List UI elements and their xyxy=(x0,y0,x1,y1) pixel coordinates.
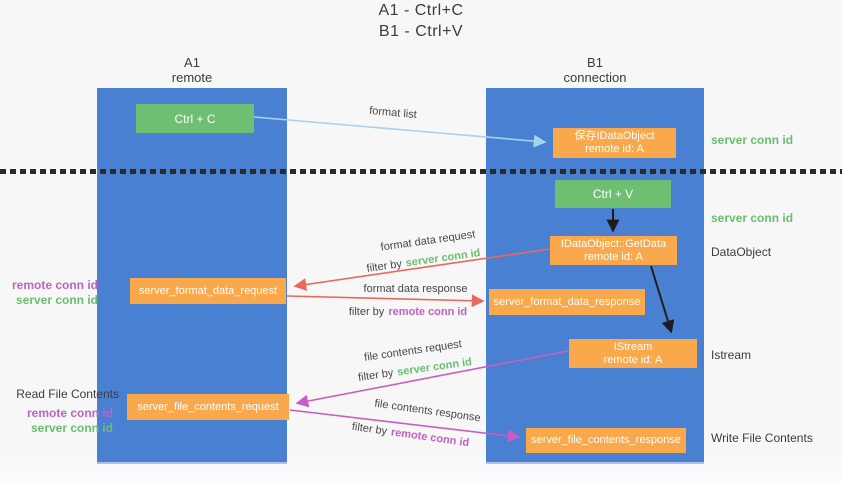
lifeline-b1-name: B1 xyxy=(587,55,603,70)
edge-label-file-contents-response: file contents response xyxy=(373,397,482,425)
lifeline-header-b1: B1 connection xyxy=(486,55,704,85)
label-write-file-contents: Write File Contents xyxy=(711,431,813,445)
node-save-idataobject: 保存IDataObject remote id: A xyxy=(553,128,676,158)
node-istream-line2: remote id: A xyxy=(603,353,663,366)
edge-label-format-data-response: format data response xyxy=(363,283,468,295)
label-dataobject: DataObject xyxy=(711,245,772,259)
label-read-file-contents: Read File Contents xyxy=(16,387,119,401)
node-save-idataobject-line1: 保存IDataObject xyxy=(574,130,655,142)
node-getdata-line2: remote id: A xyxy=(584,250,643,263)
lifeline-header-a1: A1 remote xyxy=(97,55,287,85)
lifeline-a1-name: A1 xyxy=(184,55,200,70)
label-server-conn-id-left-top: server conn id xyxy=(15,293,98,307)
node-ctrl-c: Ctrl + C xyxy=(136,104,254,133)
title-line-b1: B1 - Ctrl+V xyxy=(378,23,464,40)
label-server-conn-id-right-mid: server conn id xyxy=(711,211,794,225)
filter-key-remote-conn-id: remote conn id xyxy=(390,426,470,450)
lifeline-b1-subtitle: connection xyxy=(563,70,627,85)
filter-prefix: filter by xyxy=(348,306,385,318)
node-getdata-line1: IDataObject::GetData xyxy=(560,237,667,250)
node-ctrl-c-label: Ctrl + C xyxy=(174,111,216,126)
node-format-response-label: server_format_data_response xyxy=(493,295,641,308)
filter-prefix: filter by xyxy=(365,258,403,275)
filter-prefix: filter by xyxy=(351,420,388,438)
node-file-response-label: server_file_contents_response xyxy=(531,434,681,446)
session-divider-dotted-line xyxy=(0,169,842,174)
lifeline-a1-subtitle: remote xyxy=(171,70,213,85)
label-server-conn-id-left-bottom: server conn id xyxy=(30,421,113,435)
node-file-request-label: server_file_contents_request xyxy=(137,400,279,413)
label-server-conn-id-right-top: server conn id xyxy=(711,133,794,147)
title-line-a1: A1 - Ctrl+C xyxy=(378,2,464,19)
node-ctrl-v: Ctrl + V xyxy=(555,180,671,208)
node-format-request-label: server_format_data_request xyxy=(138,284,278,297)
node-idataobject-getdata: IDataObject::GetData remote id: A xyxy=(550,236,677,265)
filter-key-server-conn-id: server conn id xyxy=(404,247,482,270)
filter-prefix: filter by xyxy=(357,367,395,384)
label-remote-conn-id-left-bottom: remote conn id xyxy=(26,406,113,420)
node-server-file-contents-response: server_file_contents_response xyxy=(526,428,686,453)
node-istream: IStream remote id: A xyxy=(569,339,697,368)
node-save-idataobject-line2: remote id: A xyxy=(585,143,644,155)
arrow-format-data-response xyxy=(286,294,485,308)
label-istream: Istream xyxy=(711,348,752,362)
label-remote-conn-id-left-top: remote conn id xyxy=(11,278,98,292)
node-server-format-data-response: server_format_data_response xyxy=(489,289,645,315)
node-ctrl-v-label: Ctrl + V xyxy=(592,187,634,201)
diagram-title: A1 - Ctrl+C B1 - Ctrl+V xyxy=(0,0,842,42)
filter-key-server-conn-id: server conn id xyxy=(396,356,473,379)
edge-label-format-list: format list xyxy=(368,104,418,122)
node-server-format-data-request: server_format_data_request xyxy=(130,278,286,304)
filter-key-remote-conn-id: remote conn id xyxy=(388,306,468,318)
node-istream-line1: IStream xyxy=(613,340,653,353)
node-server-file-contents-request: server_file_contents_request xyxy=(127,394,289,420)
